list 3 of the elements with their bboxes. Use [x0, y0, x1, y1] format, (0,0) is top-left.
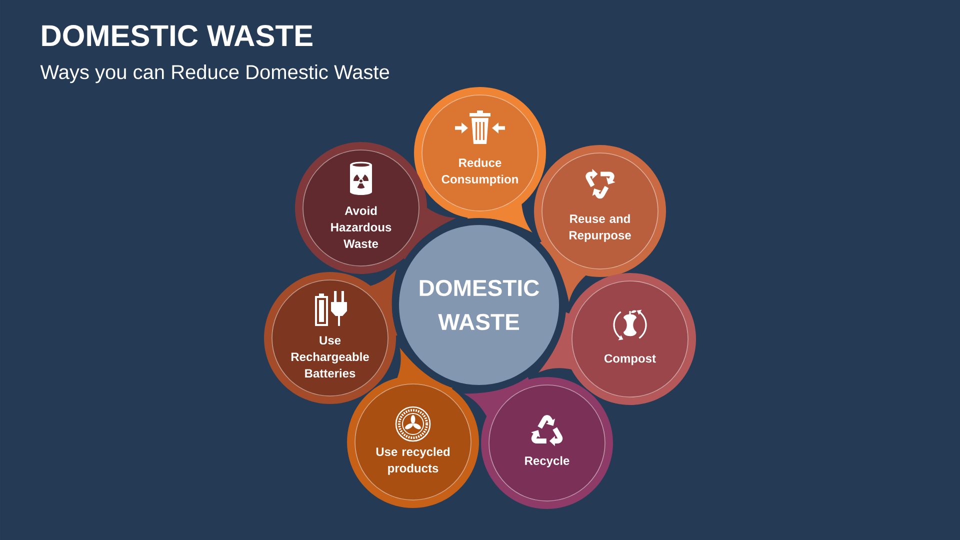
subtitle: Ways you can Reduce Domestic Waste: [40, 64, 390, 84]
callout-bubble: Use Rechargeable Batteries: [264, 269, 398, 404]
title: DOMESTIC WASTE: [42, 25, 312, 46]
